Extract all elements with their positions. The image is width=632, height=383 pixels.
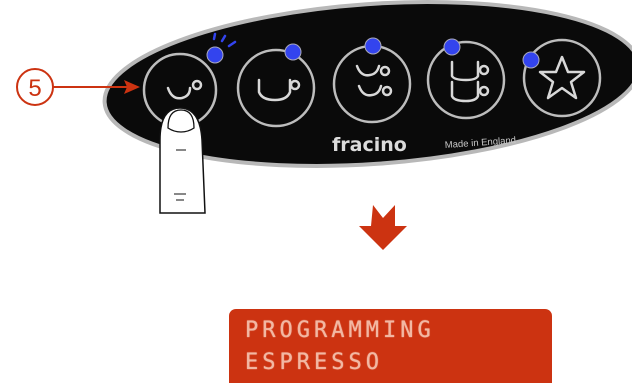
two-large-cups-button[interactable] xyxy=(426,38,506,120)
lcd-line-2: ESPRESSO xyxy=(245,350,383,375)
led-glow-icon xyxy=(212,32,237,48)
made-in-label: Made in England xyxy=(444,135,516,151)
two-cups-icon xyxy=(355,64,393,97)
callout-number: 5 xyxy=(28,75,41,102)
finger-pointer-icon xyxy=(159,107,206,214)
led-indicator xyxy=(284,43,302,61)
down-arrow-icon xyxy=(359,205,407,250)
lcd-line-1: PROGRAMMING xyxy=(245,318,435,343)
led-indicator xyxy=(522,51,540,69)
led-indicator xyxy=(443,38,461,56)
two-large-cups-icon xyxy=(450,60,490,103)
star-button[interactable] xyxy=(522,38,602,118)
brand-logo: fracino xyxy=(332,134,407,156)
large-cup-icon xyxy=(257,78,301,102)
led-indicator xyxy=(206,46,224,64)
callout-arrow-icon xyxy=(124,80,140,94)
callout-marker: 5 xyxy=(16,68,140,106)
two-small-cups-button[interactable] xyxy=(332,37,412,124)
led-indicator xyxy=(364,37,382,55)
control-panel: fracino Made in England xyxy=(102,0,632,168)
large-cup-button[interactable] xyxy=(236,43,316,128)
lcd-display: PROGRAMMING ESPRESSO xyxy=(229,309,552,383)
small-cup-icon xyxy=(166,79,203,100)
star-icon xyxy=(538,55,586,100)
